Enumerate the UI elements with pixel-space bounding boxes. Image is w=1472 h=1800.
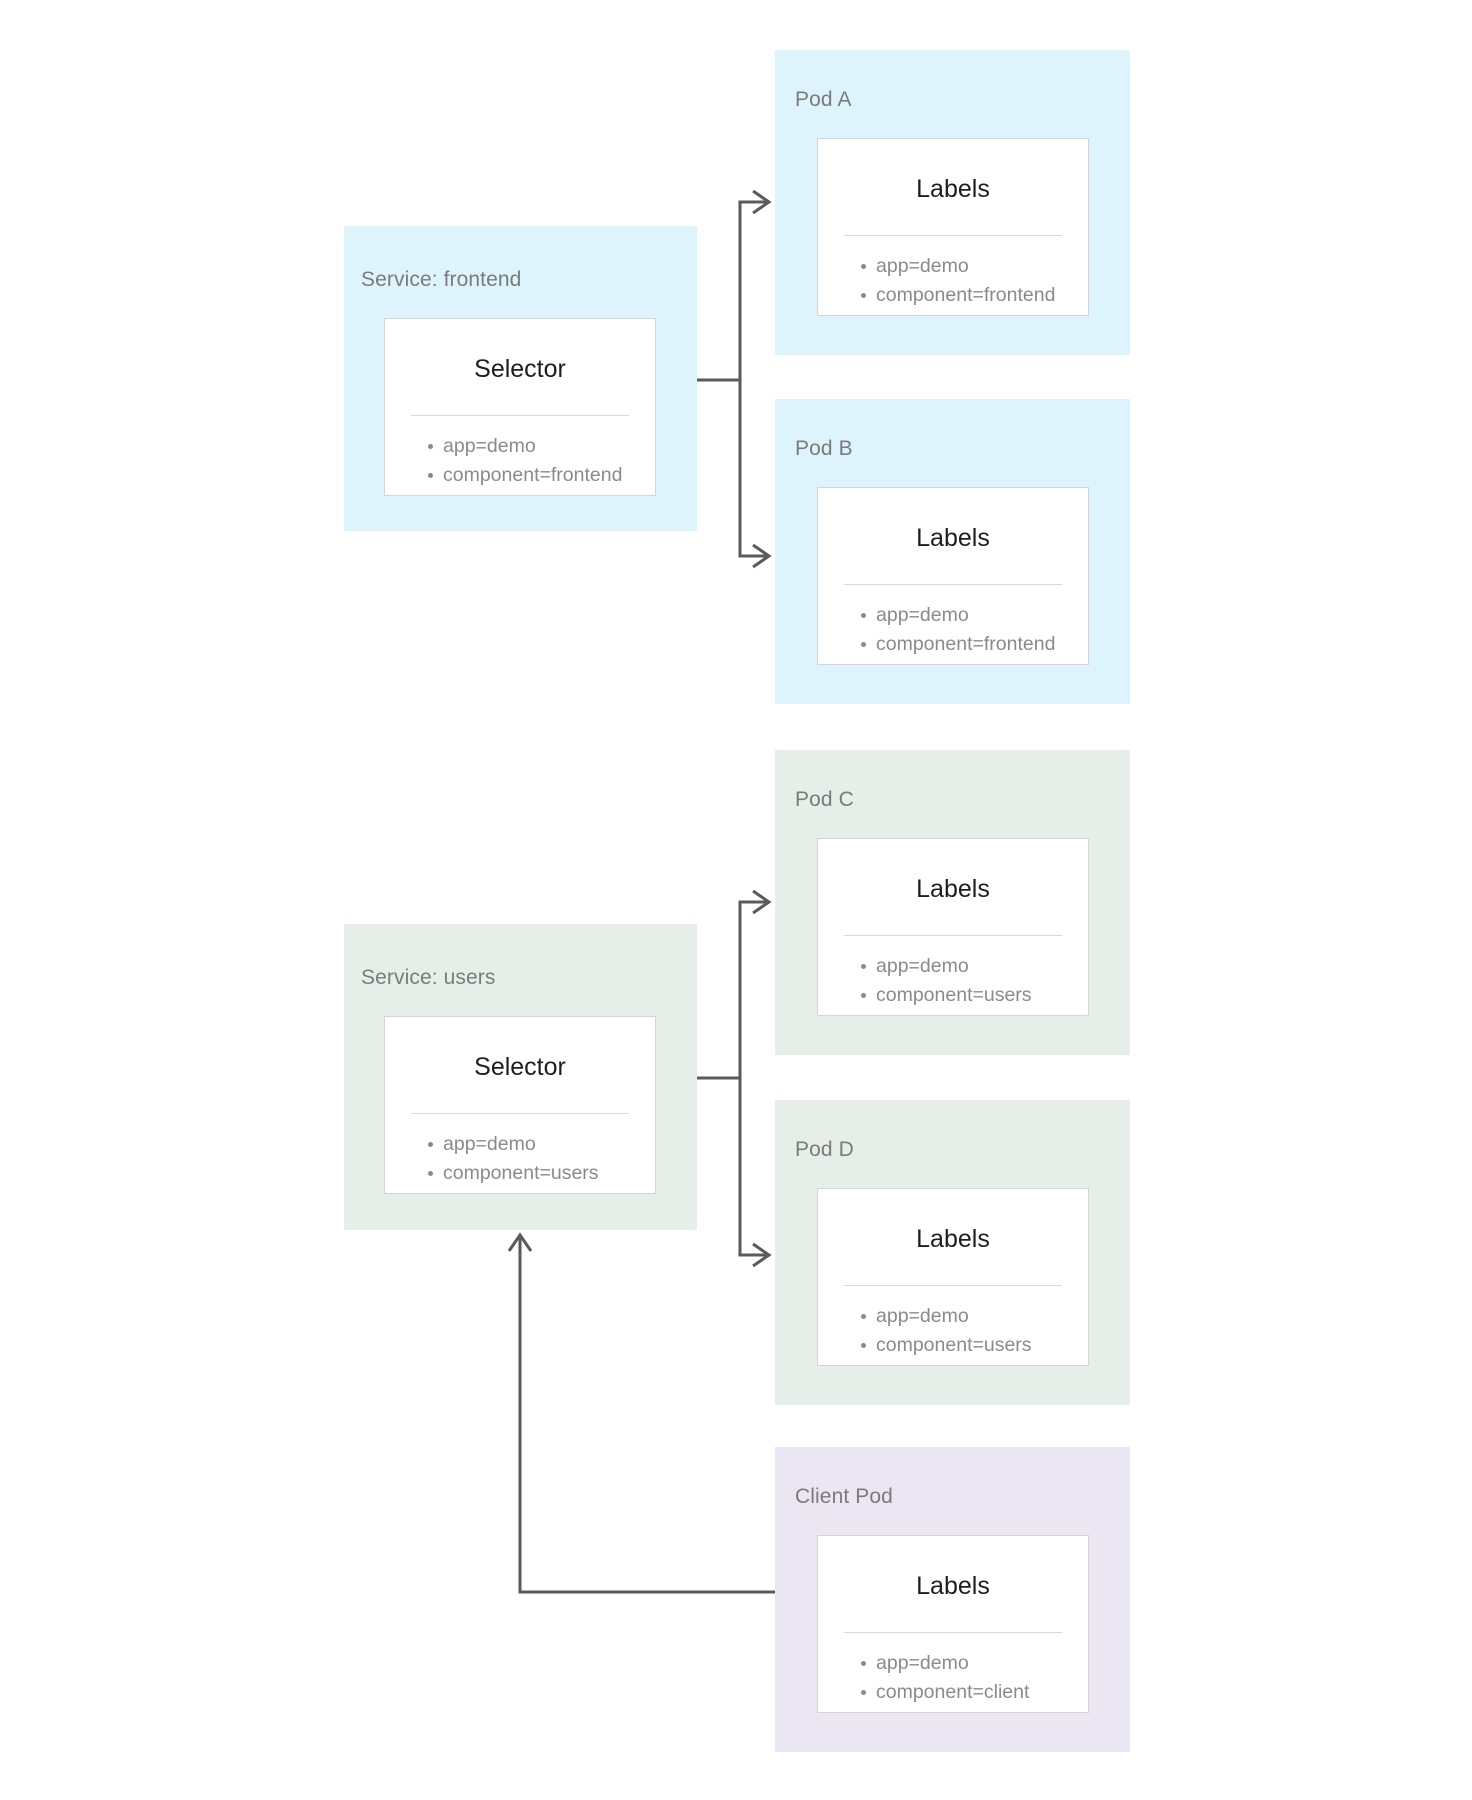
group-title-pod-b: Pod B [795, 437, 853, 460]
group-pod-c[interactable]: Pod C Labels app=demo component=users [775, 750, 1130, 1055]
selector-label-list: app=demo component=frontend [385, 416, 655, 489]
card-divider [411, 415, 629, 416]
list-item: component=users [861, 1331, 1088, 1360]
group-pod-d[interactable]: Pod D Labels app=demo component=users [775, 1100, 1130, 1405]
labels-list: app=demo component=users [818, 936, 1088, 1009]
list-item: app=demo [861, 952, 1088, 981]
card-title-labels: Labels [916, 1225, 990, 1253]
card-divider [844, 1632, 1062, 1633]
group-title-service-frontend: Service: frontend [361, 268, 522, 291]
group-pod-a[interactable]: Pod A Labels app=demo component=frontend [775, 50, 1130, 355]
group-service-users[interactable]: Service: users Selector app=demo compone… [344, 924, 697, 1230]
card-labels-pod-b[interactable]: Labels app=demo component=frontend [817, 487, 1089, 665]
arrowhead-users-to-pod-d [752, 1242, 772, 1268]
card-title-labels: Labels [916, 875, 990, 903]
card-selector-frontend[interactable]: Selector app=demo component=frontend [384, 318, 656, 496]
list-item: app=demo [428, 432, 655, 461]
labels-list: app=demo component=users [818, 1286, 1088, 1359]
connector-users-to-pod-d [738, 1078, 766, 1257]
card-divider [411, 1113, 629, 1114]
list-item: component=frontend [428, 461, 655, 490]
list-item: app=demo [861, 1649, 1088, 1678]
list-item: component=users [861, 981, 1088, 1010]
labels-list: app=demo component=frontend [818, 236, 1088, 309]
group-service-frontend[interactable]: Service: frontend Selector app=demo comp… [344, 226, 697, 531]
card-title-labels: Labels [916, 1572, 990, 1600]
list-item: app=demo [861, 601, 1088, 630]
card-labels-pod-c[interactable]: Labels app=demo component=users [817, 838, 1089, 1016]
card-title-selector: Selector [474, 355, 566, 383]
card-title-selector: Selector [474, 1053, 566, 1081]
group-pod-b[interactable]: Pod B Labels app=demo component=frontend [775, 399, 1130, 704]
card-divider [844, 584, 1062, 585]
arrowhead-client-to-users [507, 1232, 533, 1252]
group-title-pod-d: Pod D [795, 1138, 854, 1161]
group-title-service-users: Service: users [361, 966, 496, 989]
list-item: component=client [861, 1678, 1088, 1707]
list-item: app=demo [428, 1130, 655, 1159]
group-title-client-pod: Client Pod [795, 1485, 893, 1508]
list-item: component=users [428, 1159, 655, 1188]
connector-frontend-to-pod-b [738, 380, 766, 558]
arrowhead-frontend-to-pod-a [752, 189, 772, 215]
labels-list: app=demo component=frontend [818, 585, 1088, 658]
card-labels-pod-d[interactable]: Labels app=demo component=users [817, 1188, 1089, 1366]
card-divider [844, 235, 1062, 236]
arrowhead-users-to-pod-c [752, 889, 772, 915]
connector-users-to-pod-c [697, 900, 766, 1080]
card-labels-client-pod[interactable]: Labels app=demo component=client [817, 1535, 1089, 1713]
card-selector-users[interactable]: Selector app=demo component=users [384, 1016, 656, 1194]
group-title-pod-c: Pod C [795, 788, 854, 811]
card-divider [844, 935, 1062, 936]
list-item: component=frontend [861, 281, 1088, 310]
labels-list: app=demo component=client [818, 1633, 1088, 1706]
group-client-pod[interactable]: Client Pod Labels app=demo component=cli… [775, 1447, 1130, 1752]
list-item: app=demo [861, 1302, 1088, 1331]
card-title-labels: Labels [916, 175, 990, 203]
card-labels-pod-a[interactable]: Labels app=demo component=frontend [817, 138, 1089, 316]
connector-frontend-to-pod-a [697, 200, 766, 382]
group-title-pod-a: Pod A [795, 88, 852, 111]
list-item: app=demo [861, 252, 1088, 281]
connector-client-to-users [518, 1238, 775, 1594]
selector-label-list: app=demo component=users [385, 1114, 655, 1187]
card-divider [844, 1285, 1062, 1286]
card-title-labels: Labels [916, 524, 990, 552]
list-item: component=frontend [861, 630, 1088, 659]
arrowhead-frontend-to-pod-b [752, 543, 772, 569]
